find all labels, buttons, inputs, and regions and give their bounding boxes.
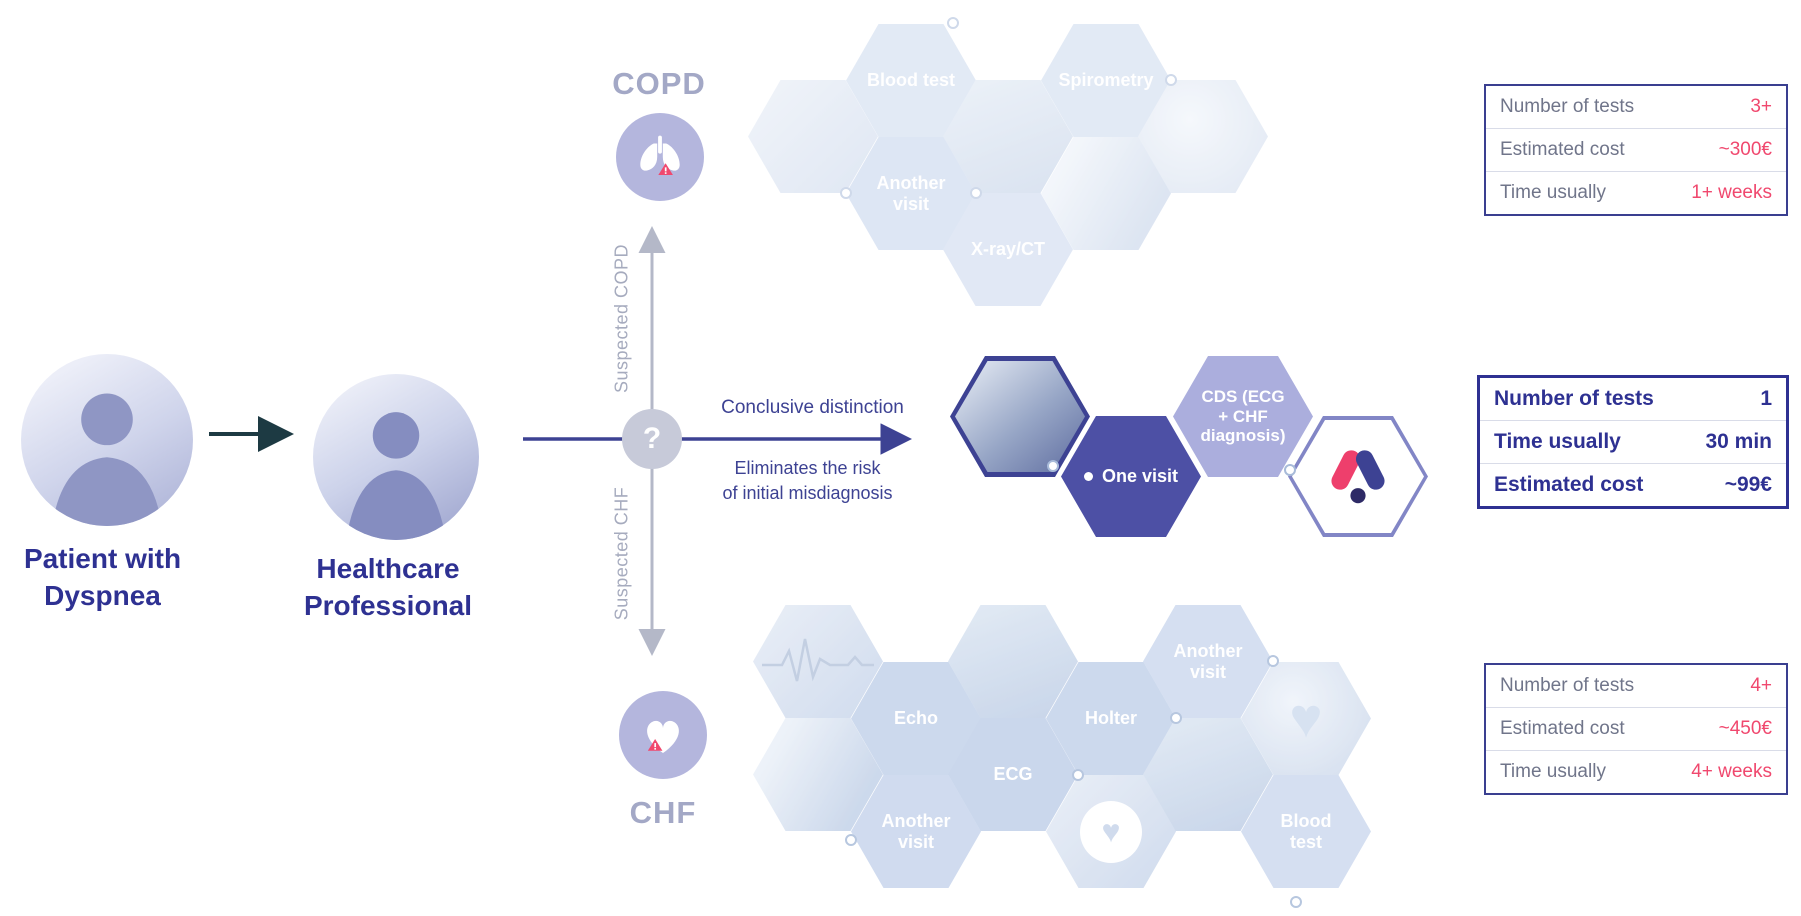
patient-label-line2: Dyspnea [44,580,161,611]
cds-logo-icon [1331,449,1385,503]
row-value: ~450€ [1718,718,1772,739]
professional-label: Healthcare Professional [268,550,508,624]
row-label: Number of tests [1500,96,1635,117]
logo-hex-inner [1292,420,1424,533]
row-value: ~99€ [1724,473,1772,496]
row-value: ~300€ [1718,139,1772,160]
pathway-hex-cds: CDS (ECG + CHF diagnosis) [1173,356,1313,477]
hex-label: One visit [1101,466,1179,487]
suspected-chf-label: Suspected CHF [611,486,632,621]
patient-label-line1: Patient with [23,543,182,574]
row-label: Estimated cost [1500,718,1625,739]
patient-photo [21,354,193,526]
chf-title: CHF [629,795,697,830]
table-row: Time usually 4+ weeks [1486,750,1786,793]
row-value: 4+ [1750,675,1772,696]
row-value: 30 min [1705,430,1772,453]
pathway-hex-one-visit: One visit [1061,416,1201,537]
hex-label: CDS (ECG + CHF diagnosis) [1200,387,1286,446]
professional-photo [313,374,479,540]
question-mark-badge: ? [622,409,682,469]
chf-heart-badge [619,691,707,779]
row-label: Time usually [1494,430,1621,453]
table-row: Estimated cost ~99€ [1480,463,1786,506]
copd-summary-table: Number of tests 3+ Estimated cost ~300€ … [1484,84,1788,216]
lungs-icon [640,135,680,175]
pathway-hex-logo [1288,416,1428,537]
hex-junction-dot [1047,460,1059,472]
chf-summary-table: Number of tests 4+ Estimated cost ~450€ … [1484,663,1788,795]
suspected-copd-label: Suspected COPD [611,243,632,394]
question-mark: ? [642,422,662,455]
table-row: Number of tests 1 [1480,378,1786,420]
row-value: 1 [1760,387,1772,410]
table-row: Time usually 1+ weeks [1486,171,1786,214]
copd-lungs-badge [616,113,704,201]
row-value: 4+ weeks [1691,761,1772,782]
table-row: Estimated cost ~450€ [1486,707,1786,750]
misdiagnosis-note-line2: of initial misdiagnosis [722,483,893,503]
misdiagnosis-note: Eliminates the risk of initial misdiagno… [685,456,930,506]
professional-label-line1: Healthcare [316,553,460,584]
row-label: Estimated cost [1494,473,1644,496]
hex-junction-dot [1284,464,1296,476]
row-label: Estimated cost [1500,139,1625,160]
row-value: 1+ weeks [1691,182,1772,203]
copd-title: COPD [612,66,706,101]
cds-summary-table: Number of tests 1 Time usually 30 min Es… [1477,375,1789,509]
patient-label: Patient with Dyspnea [0,540,205,614]
misdiagnosis-note-line1: Eliminates the risk [734,458,881,478]
table-row: Estimated cost ~300€ [1486,128,1786,171]
row-value: 3+ [1750,96,1772,117]
row-label: Number of tests [1500,675,1635,696]
conclusive-distinction-label: Conclusive distinction [721,397,904,418]
table-row: Time usually 30 min [1480,420,1786,463]
table-row: Number of tests 3+ [1486,86,1786,128]
row-label: Number of tests [1494,387,1654,410]
doctor-photo [955,361,1085,472]
row-label: Time usually [1500,182,1606,203]
person-icon [346,412,446,540]
person-icon [51,393,163,526]
heart-icon [647,720,679,753]
row-label: Time usually [1500,761,1606,782]
table-row: Number of tests 4+ [1486,665,1786,707]
professional-label-line2: Professional [303,590,473,621]
bullet-dot-icon [1083,472,1093,481]
